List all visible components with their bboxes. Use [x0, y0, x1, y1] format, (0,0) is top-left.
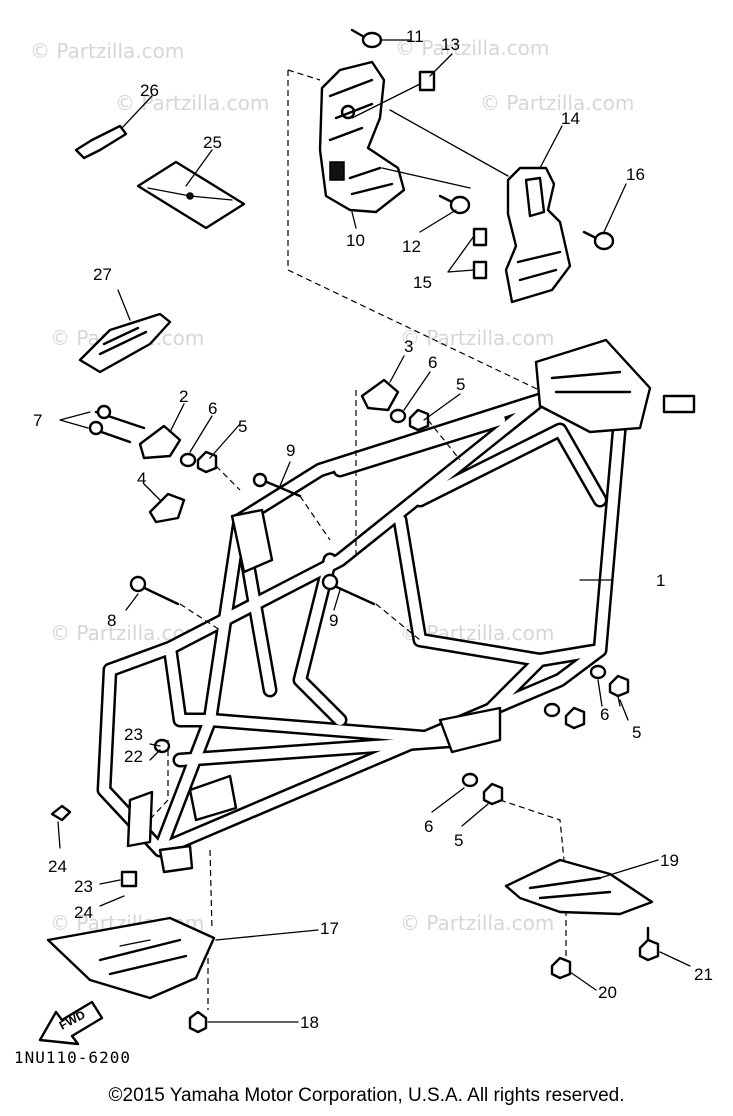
callout-1: 1 [656, 571, 665, 590]
washer-6-drawing [389, 408, 407, 424]
watermark: © Partzilla.com [400, 911, 554, 935]
leader-lines [57, 39, 691, 1023]
bolt-8-drawing [129, 575, 180, 606]
callout-22b: 23 [74, 877, 93, 896]
washer-6-drawing [179, 452, 197, 468]
holder-22-drawing [120, 738, 171, 888]
nut-15a-drawing [472, 227, 488, 247]
bolt-9b-drawing [321, 573, 376, 606]
callout-5d: 5 [454, 831, 463, 850]
diagram-code: 1NU110-6200 [14, 1048, 131, 1067]
callout-5b: 5 [456, 375, 465, 394]
envelope-25-drawing [136, 160, 246, 230]
callout-9b: 9 [329, 611, 338, 630]
callout-3: 3 [404, 337, 413, 356]
leader [351, 83, 509, 189]
clip-24-drawing [50, 804, 72, 822]
callout-14: 14 [561, 109, 580, 128]
nut-13-drawing [418, 70, 436, 92]
copyright-notice: ©2015 Yamaha Motor Corporation, U.S.A. A… [108, 1085, 625, 1106]
bracket-2-drawing [138, 424, 182, 460]
bolt-9-drawing [252, 472, 302, 498]
assembly-line [287, 69, 561, 401]
callout-21: 21 [694, 965, 713, 984]
bracket-10-drawing [318, 60, 406, 214]
callout-9a: 9 [286, 441, 295, 460]
callout-19: 19 [660, 851, 679, 870]
callout-25: 25 [203, 133, 222, 152]
nut-5-drawing [608, 674, 630, 698]
callout-2: 2 [179, 387, 188, 406]
callout-11: 11 [406, 27, 424, 46]
watermark: © Partzilla.com [115, 91, 269, 115]
callout-12: 12 [402, 237, 421, 256]
callout-13: 13 [441, 35, 460, 54]
callout-23a: 23 [124, 725, 143, 744]
callout-5c: 5 [632, 723, 641, 742]
washer-6-drawing [461, 772, 479, 788]
callout-7: 7 [33, 411, 42, 430]
nut-5-drawing [408, 408, 430, 432]
callout-16: 16 [626, 165, 645, 184]
watermark: © Partzilla.com [400, 326, 554, 350]
callout-22a: 22 [124, 747, 143, 766]
clip-26-drawing [74, 124, 128, 160]
nut-15b-drawing [472, 260, 488, 280]
callout-5a: 5 [238, 417, 247, 436]
nut-5-drawing [564, 706, 586, 730]
bracket-14-drawing [504, 166, 572, 304]
washer-6-drawing [543, 702, 561, 718]
bolt-12-drawing [438, 194, 471, 215]
assembly-line [139, 419, 567, 1010]
plate-19-drawing [504, 858, 654, 916]
bolt-21-drawing [638, 926, 660, 962]
callout-6d: 6 [424, 817, 433, 836]
bolt-20-drawing [550, 956, 572, 980]
skid-plate-17-drawing [46, 916, 216, 1000]
callout-23b: 24 [74, 903, 93, 922]
bolt-11-drawing [350, 28, 383, 49]
callout-4: 4 [137, 469, 146, 488]
callout-18: 18 [300, 1013, 319, 1032]
bolt-18-drawing [188, 1010, 208, 1034]
callout-24: 24 [48, 857, 67, 876]
callout-27: 27 [93, 265, 112, 284]
callouts: 26 25 27 7 2 6 5 4 9 8 9 3 6 5 1 6 5 6 5… [33, 27, 713, 1032]
callout-15: 15 [413, 273, 432, 292]
bolt-16-drawing [582, 230, 615, 251]
callout-17: 17 [320, 919, 339, 938]
bolts-7-drawing [88, 404, 146, 444]
callout-20: 20 [598, 983, 617, 1002]
washer-6-drawing [589, 664, 607, 680]
callout-6b: 6 [428, 353, 437, 372]
callout-6c: 6 [600, 705, 609, 724]
fwd-arrow-icon: FWD [38, 1000, 104, 1046]
bracket-4-drawing [148, 492, 186, 524]
bracket-3-drawing [360, 378, 400, 412]
watermark: © Partzilla.com [480, 91, 634, 115]
watermark: © Partzilla.com [30, 39, 184, 63]
main-frame-drawing [96, 338, 696, 874]
watermark: © Partzilla.com [395, 36, 549, 60]
nut-5-drawing [482, 782, 504, 806]
callout-6a: 6 [208, 399, 217, 418]
callout-8: 8 [107, 611, 116, 630]
plate-27-drawing [78, 312, 172, 374]
callout-10: 10 [346, 231, 365, 250]
callout-26: 26 [140, 81, 159, 100]
